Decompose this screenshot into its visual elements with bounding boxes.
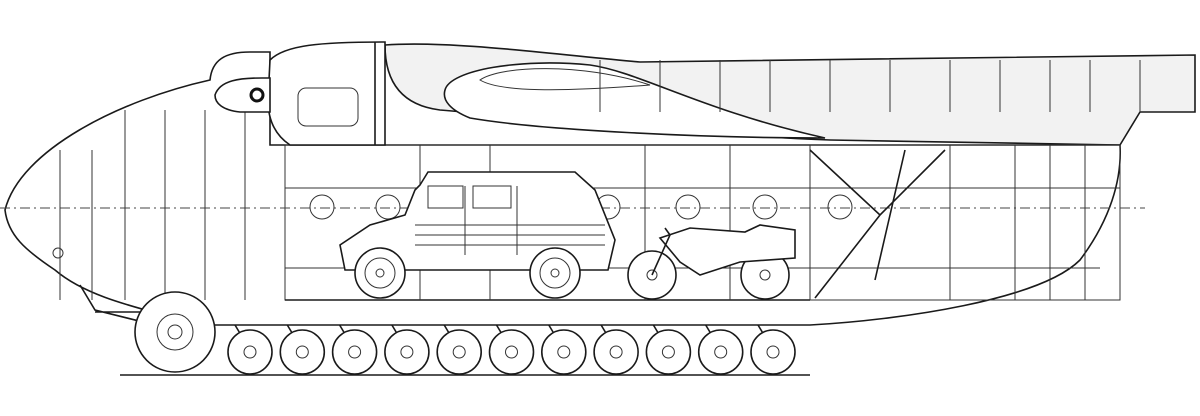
fuselage-frames bbox=[59, 60, 1141, 300]
porthole bbox=[309, 194, 335, 220]
auxiliary-wheel bbox=[697, 324, 744, 375]
auxiliary-wheel bbox=[279, 324, 326, 375]
porthole bbox=[375, 194, 401, 220]
nose-marker bbox=[52, 247, 64, 259]
wing-inner-ellipse bbox=[479, 68, 651, 91]
auxiliary-wheel bbox=[436, 324, 483, 375]
motorcycle bbox=[627, 224, 796, 300]
porthole bbox=[752, 194, 778, 220]
engine-nacelle bbox=[267, 41, 386, 146]
portholes bbox=[309, 194, 853, 220]
auxiliary-wheels bbox=[227, 324, 796, 375]
wing-root-fairing bbox=[443, 62, 826, 139]
auxiliary-wheel bbox=[331, 324, 378, 375]
winch-strut bbox=[874, 149, 906, 281]
porthole bbox=[675, 194, 701, 220]
auxiliary-wheel bbox=[750, 324, 796, 375]
cargo-brace bbox=[809, 149, 946, 299]
auxiliary-wheel bbox=[227, 324, 273, 375]
hatch-ring bbox=[249, 87, 265, 103]
auxiliary-wheel bbox=[593, 324, 639, 375]
auxiliary-wheel bbox=[384, 324, 430, 375]
auxiliary-wheel bbox=[488, 324, 535, 375]
vehicle-front-wheel bbox=[354, 247, 406, 299]
auxiliary-wheel bbox=[645, 324, 692, 375]
main-wheel bbox=[134, 291, 216, 373]
auxiliary-wheel bbox=[540, 324, 587, 375]
nacelle-window bbox=[297, 87, 359, 127]
porthole bbox=[827, 194, 853, 220]
cockpit-hump bbox=[214, 77, 271, 113]
vehicle-rear-wheel bbox=[529, 247, 581, 299]
vehicle bbox=[339, 171, 616, 271]
